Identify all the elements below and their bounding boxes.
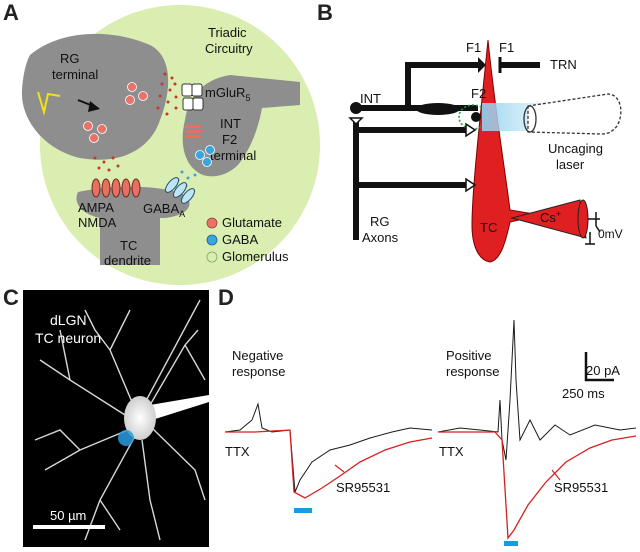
f1-left-terminal-icon xyxy=(478,57,486,73)
positive-sr95531-trace xyxy=(438,431,637,540)
positive-label-1: Positive xyxy=(446,348,492,363)
negative-ttx-label: TTX xyxy=(225,444,250,459)
uncaging-laser-objective-icon xyxy=(527,93,622,135)
micrograph-title-1: dLGN xyxy=(50,312,87,328)
ampa-nmda-receptors xyxy=(91,178,141,198)
objective-front-lens xyxy=(523,105,537,133)
triadic-label-1: Triadic xyxy=(208,25,247,40)
rg-terminal-bottom-icon xyxy=(465,177,477,193)
int-terminal-icon xyxy=(348,117,364,126)
negative-ttx-trace xyxy=(224,402,433,493)
uncaging-spot-marker xyxy=(118,430,134,446)
trace-scale-bar xyxy=(584,352,614,382)
cs-label: Cs+ xyxy=(540,209,561,225)
positive-ttx-label: TTX xyxy=(439,444,464,459)
mglur-receptor-icon xyxy=(181,83,204,111)
legend-gaba-icon xyxy=(206,234,218,246)
negative-label-2: response xyxy=(232,364,285,379)
int-label-2: F2 xyxy=(222,132,237,147)
glutamate-release-dots xyxy=(93,72,178,172)
positive-stim-marker xyxy=(504,541,518,546)
tc-dendrite-label-2: dendrite xyxy=(104,253,151,268)
tc-dendrite-label-1: TC xyxy=(120,238,137,253)
int-dendrite-node xyxy=(350,102,362,114)
rg-vesicles xyxy=(83,82,148,143)
micrograph-background xyxy=(23,290,209,547)
panel-c: C dLGN TC neuron 50 µm xyxy=(3,285,209,547)
f2-terminal-icon xyxy=(471,112,481,122)
gaba-a-receptors xyxy=(164,177,196,204)
negative-stim-marker xyxy=(294,508,312,513)
negative-sr-label: SR95531 xyxy=(336,480,390,495)
int-receptor-stack xyxy=(185,125,201,138)
panel-d: D Negative response Positive response 20… xyxy=(218,285,637,546)
tc-neuron-shape xyxy=(471,39,541,263)
recording-pipette-tip xyxy=(150,395,209,420)
laser-label-2: laser xyxy=(556,157,585,172)
legend-glomerulus: Glomerulus xyxy=(222,249,289,264)
laser-label-1: Uncaging xyxy=(548,141,603,156)
int-label-3: terminal xyxy=(210,148,256,163)
action-potential-icon xyxy=(37,91,61,116)
int-soma xyxy=(416,103,460,115)
positive-label-2: response xyxy=(446,364,499,379)
tc-soma xyxy=(124,396,156,440)
int-label: INT xyxy=(360,91,381,106)
scale-time: 250 ms xyxy=(562,386,605,401)
ampa-label: AMPA xyxy=(78,200,114,215)
gaba-a-label: GABAA xyxy=(143,201,185,219)
rg-axons-label-2: Axons xyxy=(362,230,399,245)
nmda-label: NMDA xyxy=(78,215,117,230)
voltage-clamp-icon xyxy=(588,212,601,233)
triadic-label-2: Circuitry xyxy=(205,41,253,56)
panel-letter-a: A xyxy=(3,0,19,25)
rg-axons-label-1: RG xyxy=(370,214,390,229)
panel-letter-c: C xyxy=(3,285,19,310)
scale-current: 20 pA xyxy=(586,363,620,378)
pipette-end xyxy=(577,199,589,239)
panel-letter-b: B xyxy=(317,0,333,25)
int-label-1: INT xyxy=(220,116,241,131)
negative-label-1: Negative xyxy=(232,348,283,363)
tc-dendrite-shape xyxy=(76,186,190,265)
rg-terminal-top-icon xyxy=(465,122,477,138)
scale-bar xyxy=(33,525,105,529)
panel-b: B F1 F1 TRN INT TC Cs+ 0mV F2 xyxy=(317,0,623,263)
rg-terminal-label-1: RG xyxy=(60,51,80,66)
f1-right-label: F1 xyxy=(499,40,514,55)
legend-glutamate: Glutamate xyxy=(222,215,282,230)
neuron-dendrites xyxy=(34,299,206,541)
legend-glomerulus-icon xyxy=(206,251,218,263)
rg-terminal-label-2: terminal xyxy=(52,67,98,82)
zero-mv-label: 0mV xyxy=(598,227,623,241)
mglur-label: mGluR5 xyxy=(205,85,250,103)
arrow-head-icon xyxy=(88,101,100,112)
positive-sr-pointer xyxy=(551,469,561,481)
negative-sr95531-trace xyxy=(225,429,433,499)
micrograph-title-2: TC neuron xyxy=(35,330,101,346)
f1-left-label: F1 xyxy=(466,40,481,55)
int-gaba-vesicles xyxy=(195,145,215,167)
tc-label: TC xyxy=(480,220,497,235)
negative-sr-pointer xyxy=(334,464,345,473)
legend-glutamate-icon xyxy=(206,217,218,229)
legend-gaba: GABA xyxy=(222,232,258,247)
scale-bar-label: 50 µm xyxy=(50,508,86,523)
ground-icon xyxy=(585,232,595,245)
positive-sr-label: SR95531 xyxy=(554,480,608,495)
rg-terminal-shape xyxy=(21,33,169,160)
f2-label: F2 xyxy=(471,86,486,101)
panel-letter-d: D xyxy=(218,285,234,310)
panel-a: A RG terminal Triadic Circuitry INT F2 t… xyxy=(3,0,320,285)
trn-label: TRN xyxy=(550,57,577,72)
positive-ttx-trace xyxy=(437,319,637,461)
legend: Glutamate GABA Glomerulus xyxy=(206,215,289,264)
